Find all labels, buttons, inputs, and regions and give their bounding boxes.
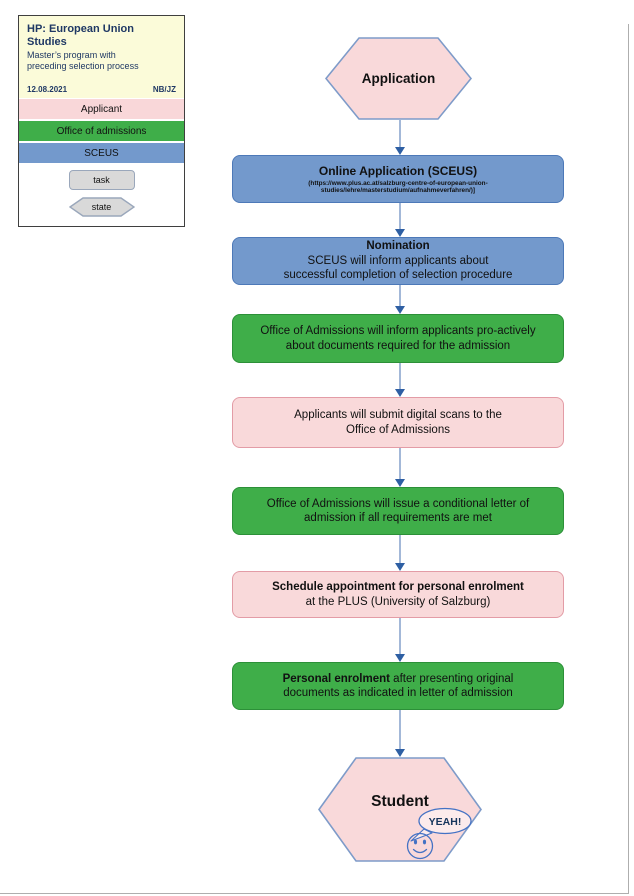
task-title: Nomination: [366, 240, 430, 253]
task-body: at the PLUS (University of Salzburg): [305, 595, 491, 608]
legend-box: HP: European Union Studies Master’s prog…: [18, 15, 185, 227]
legend-state-label: state: [91, 202, 112, 212]
state-student-label: Student: [371, 792, 429, 810]
task-body-text: after presenting original documents as i…: [283, 672, 514, 699]
task-nomination: Nomination SCEUS will inform applicants …: [232, 237, 564, 285]
legend-title: HP: European Union Studies: [27, 23, 134, 48]
legend-date: 12.08.2021: [27, 85, 68, 94]
task-body: SCEUS will inform applicants about succe…: [283, 254, 513, 282]
legend-shape-samples: task state: [19, 164, 184, 226]
task-online-application: Online Application (SCEUS) (https://www.…: [232, 155, 564, 203]
flow-arrowhead-icon: [395, 229, 405, 237]
flow-arrowhead-icon: [395, 749, 405, 757]
task-body: Applicants will submit digital scans to …: [294, 409, 502, 436]
hexagon-shape-icon: [325, 37, 472, 120]
task-office-informs: Office of Admissions will inform applica…: [232, 314, 564, 363]
flow-arrowhead-icon: [395, 654, 405, 662]
task-submit-scans: Applicants will submit digital scans to …: [232, 397, 564, 448]
flow-arrow-line: [399, 535, 401, 563]
task-conditional-letter: Office of Admissions will issue a condit…: [232, 487, 564, 535]
state-student: YEAH! Student: [318, 757, 482, 862]
page-edge-right: [628, 24, 629, 894]
task-url: (https://www.plus.ac.at/salzburg-centre-…: [308, 180, 488, 194]
legend-date-row: 12.08.2021 NB/JZ: [27, 85, 176, 94]
legend-state-shape: state: [68, 197, 135, 217]
task-schedule-appointment: Schedule appointment for personal enrolm…: [232, 571, 564, 618]
legend-header: HP: European Union Studies Master’s prog…: [19, 16, 184, 98]
state-application: Application: [325, 37, 472, 120]
task-personal-enrolment: Personal enrolment after presenting orig…: [232, 662, 564, 710]
task-title: Online Application (SCEUS): [318, 164, 478, 178]
smiley-face-icon: [406, 832, 434, 860]
flow-arrow-line: [399, 285, 401, 306]
page-edge-bottom: [0, 893, 629, 894]
state-application-label: Application: [361, 71, 436, 86]
flow-arrowhead-icon: [395, 563, 405, 571]
legend-row-applicant: Applicant: [19, 98, 184, 120]
flow-arrow-line: [399, 618, 401, 654]
flow-arrow-line: [399, 120, 401, 147]
task-body: Personal enrolment after presenting orig…: [283, 672, 514, 701]
flow-arrow-line: [399, 710, 401, 749]
bubble-text: YEAH!: [429, 816, 462, 828]
yeah-speech-bubble-icon: YEAH!: [410, 807, 472, 842]
flow-arrowhead-icon: [395, 389, 405, 397]
flow-arrow-line: [399, 448, 401, 479]
state-hexagon-icon: [68, 197, 135, 217]
flow-arrowhead-icon: [395, 306, 405, 314]
legend-task-shape: task: [68, 170, 135, 190]
task-body: Office of Admissions will issue a condit…: [266, 497, 530, 524]
task-body: Office of Admissions will inform applica…: [260, 325, 536, 352]
hexagon-shape-icon: YEAH!: [318, 757, 482, 862]
legend-subtitle: Master’s program with preceding selectio…: [27, 50, 139, 72]
flow-arrowhead-icon: [395, 147, 405, 155]
legend-row-sceus: SCEUS: [19, 142, 184, 164]
legend-initials: NB/JZ: [152, 85, 176, 94]
flow-arrow-line: [399, 203, 401, 229]
task-title: Schedule appointment for personal enrolm…: [272, 581, 524, 594]
flow-arrow-line: [399, 363, 401, 389]
flow-arrowhead-icon: [395, 479, 405, 487]
task-title-inline: Personal enrolment: [282, 672, 390, 685]
legend-row-office: Office of admissions: [19, 120, 184, 142]
